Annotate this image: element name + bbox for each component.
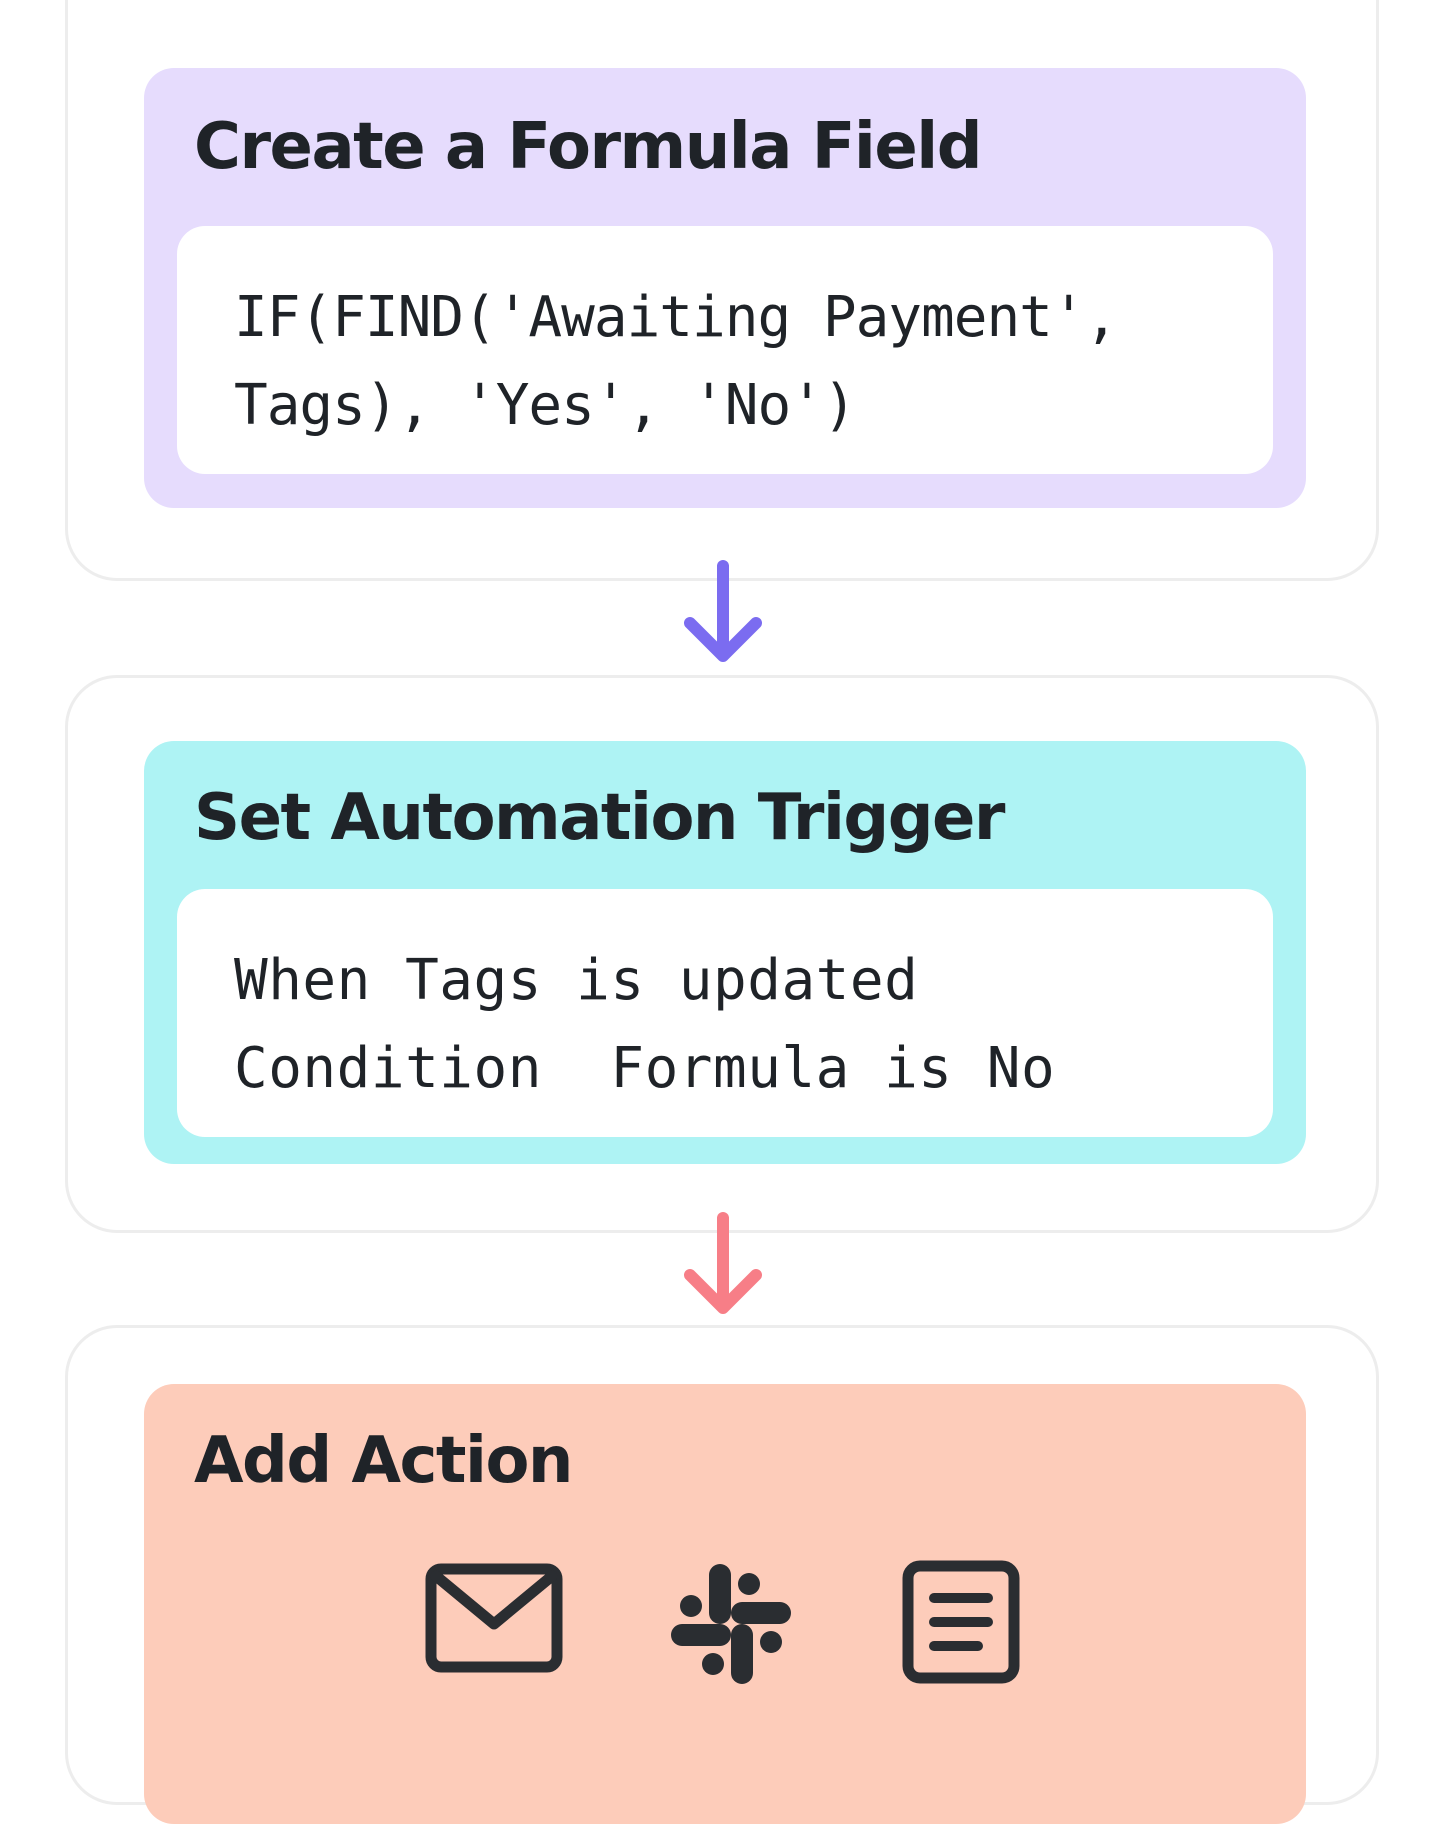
trigger-line-1: When Tags is updated [234, 948, 919, 1013]
step-card-action: Add Action [65, 1325, 1379, 1824]
step-title-trigger: Set Automation Trigger [194, 781, 1005, 855]
formula-panel: Create a Formula Field IF(FIND('Awaiting… [144, 68, 1306, 508]
trigger-condition-box: When Tags is updated Condition Formula i… [177, 889, 1273, 1137]
formula-line-2: Tags), 'Yes', 'No') [234, 373, 857, 438]
step-title-action: Add Action [194, 1424, 573, 1498]
trigger-line-2: Condition Formula is No [234, 1036, 1056, 1101]
action-panel: Add Action [144, 1384, 1306, 1824]
step-card-formula: Create a Formula Field IF(FIND('Awaiting… [65, 0, 1379, 581]
arrow-down-icon [684, 1212, 762, 1314]
step-title-formula: Create a Formula Field [194, 110, 983, 184]
arrow-down-icon [684, 560, 762, 662]
formula-code-box: IF(FIND('Awaiting Payment', Tags), 'Yes'… [177, 226, 1273, 474]
formula-line-1: IF(FIND('Awaiting Payment', [234, 285, 1118, 350]
step-card-trigger: Set Automation Trigger When Tags is upda… [65, 675, 1379, 1233]
trigger-panel: Set Automation Trigger When Tags is upda… [144, 741, 1306, 1164]
slack-icon[interactable] [669, 1562, 793, 1686]
mail-icon[interactable] [424, 1562, 564, 1674]
document-icon[interactable] [902, 1560, 1020, 1684]
